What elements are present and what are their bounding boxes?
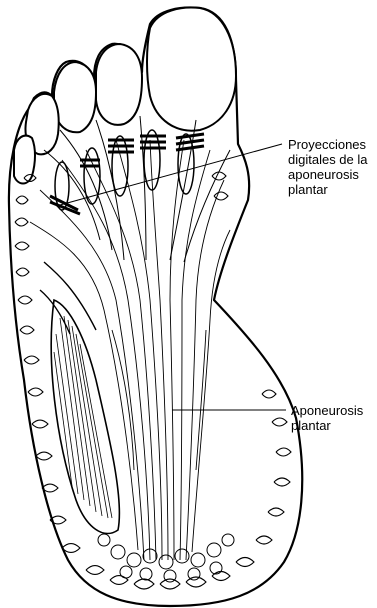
second-toe	[96, 44, 142, 125]
third-toe	[54, 62, 96, 132]
label-digital-projections: Proyecciones digitales de la aponeurosis…	[288, 137, 368, 197]
big-toe	[147, 8, 236, 131]
fifth-toe	[14, 136, 35, 184]
label-plantar-aponeurosis: Aponeurosis plantar	[291, 403, 363, 433]
